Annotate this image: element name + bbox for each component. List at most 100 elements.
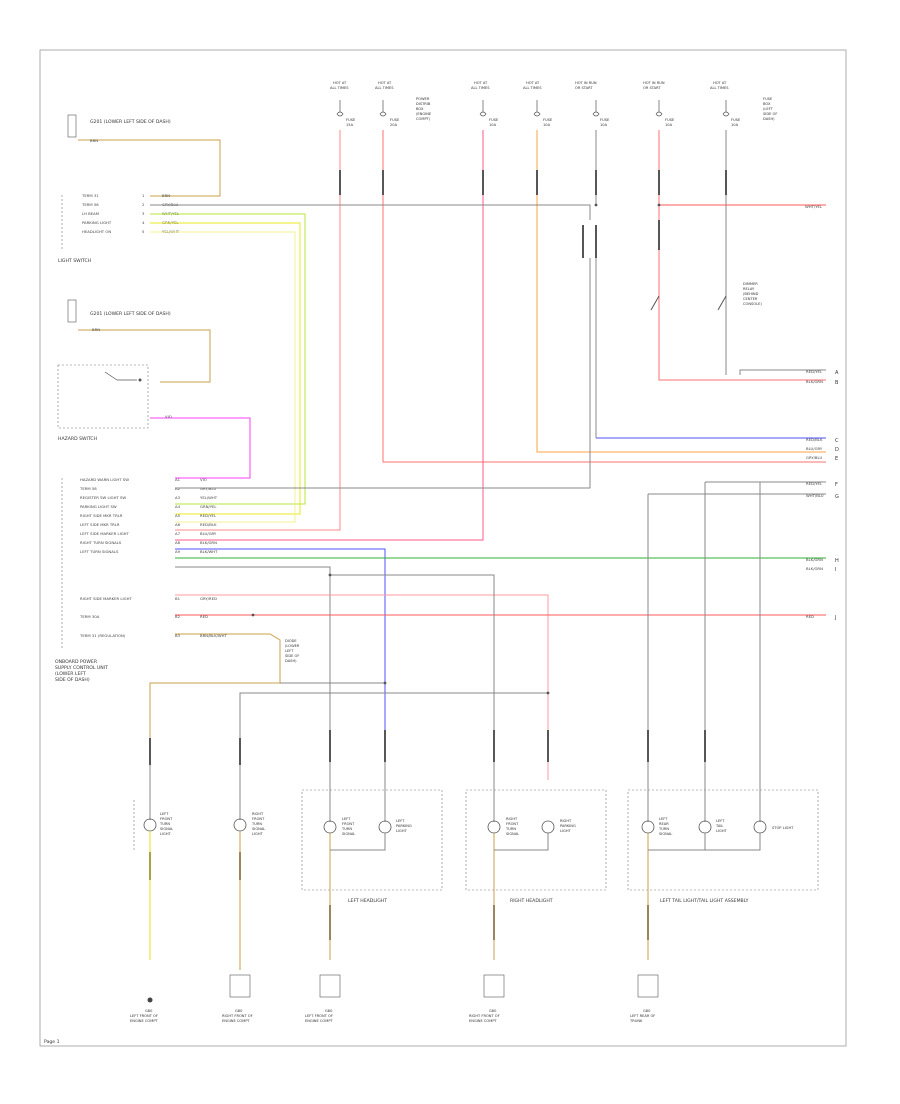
svg-text:G80: G80 bbox=[325, 1009, 333, 1013]
svg-text:(LOWER: (LOWER bbox=[285, 644, 300, 648]
svg-text:LEFT SIDE MARKER LIGHT: LEFT SIDE MARKER LIGHT bbox=[80, 531, 129, 536]
svg-text:A7: A7 bbox=[175, 531, 181, 536]
ground-3: G80 LEFT FRONT OF ENGINE COMPT bbox=[305, 974, 341, 1023]
svg-text:BLU/GRY: BLU/GRY bbox=[200, 531, 217, 536]
svg-text:RIGHT: RIGHT bbox=[560, 819, 572, 823]
svg-text:LEFT REAR OF: LEFT REAR OF bbox=[630, 1014, 655, 1018]
bulb-icon bbox=[378, 820, 392, 834]
svg-text:5: 5 bbox=[142, 229, 145, 234]
svg-text:RIGHT: RIGHT bbox=[506, 817, 518, 821]
svg-text:RIGHT SIDE MARKER LIGHT: RIGHT SIDE MARKER LIGHT bbox=[80, 596, 132, 601]
svg-text:RED: RED bbox=[200, 614, 208, 619]
svg-text:LIGHT: LIGHT bbox=[716, 829, 728, 833]
svg-text:GRY/RED: GRY/RED bbox=[200, 596, 217, 601]
svg-text:RIGHT HEADLIGHT: RIGHT HEADLIGHT bbox=[510, 898, 553, 904]
svg-text:A1: A1 bbox=[175, 477, 181, 482]
svg-text:A4: A4 bbox=[175, 504, 181, 509]
svg-text:RED/YEL: RED/YEL bbox=[200, 513, 217, 518]
svg-text:FUSE: FUSE bbox=[346, 118, 356, 122]
svg-text:SIGNAL: SIGNAL bbox=[506, 832, 519, 836]
svg-text:ALL TIMES: ALL TIMES bbox=[375, 86, 394, 90]
svg-text:BLK/GRN: BLK/GRN bbox=[200, 540, 217, 545]
fuse-vertical-wires bbox=[175, 130, 826, 541]
fuse-box-note-1: POWER DISTRIB BOX (ENGINE COMPT) bbox=[416, 97, 432, 121]
svg-text:BLK/GRN: BLK/GRN bbox=[806, 566, 823, 571]
wire-fuse2-red bbox=[382, 130, 826, 463]
svg-text:RED/YEL: RED/YEL bbox=[806, 369, 823, 374]
fuse-symbols bbox=[336, 100, 730, 117]
svg-text:H: H bbox=[835, 558, 839, 564]
ground-icon bbox=[637, 974, 659, 998]
fuse-block-1: HOT AT ALL TIMES FUSE 15A bbox=[330, 81, 356, 127]
svg-text:OR START: OR START bbox=[575, 86, 593, 90]
svg-text:20A: 20A bbox=[390, 123, 398, 127]
svg-text:LH BEAM: LH BEAM bbox=[82, 211, 99, 216]
svg-text:10A: 10A bbox=[600, 123, 608, 127]
svg-text:YEL/WHT: YEL/WHT bbox=[200, 495, 218, 500]
wire-term58-gray bbox=[150, 204, 591, 220]
svg-text:A6: A6 bbox=[175, 522, 181, 527]
ground-5: G80 LEFT REAR OF TRUNK bbox=[629, 974, 659, 1023]
svg-text:RED/YEL: RED/YEL bbox=[806, 481, 823, 486]
svg-text:RIGHT TURN SIGNALS: RIGHT TURN SIGNALS bbox=[80, 540, 122, 545]
svg-text:BOX: BOX bbox=[416, 107, 424, 111]
svg-text:VIO: VIO bbox=[200, 477, 207, 482]
svg-text:FUSE: FUSE bbox=[390, 118, 400, 122]
wire-fuse1-red bbox=[175, 130, 341, 531]
hazard-switch-contact bbox=[104, 371, 137, 381]
svg-text:ENGINE COMPT: ENGINE COMPT bbox=[469, 1019, 498, 1023]
svg-text:VIO: VIO bbox=[165, 414, 172, 419]
wire-hazard-violet bbox=[150, 417, 251, 479]
svg-text:WHT/BLU: WHT/BLU bbox=[806, 493, 824, 498]
fuse-block-2: HOT AT ALL TIMES FUSE 20A bbox=[375, 81, 400, 127]
wire-left-marker-blue bbox=[175, 548, 386, 760]
wire-label-top-right: WHT/YEL bbox=[805, 204, 823, 209]
svg-text:LEFT TAIL LIGHT/TAIL LIGHT ASS: LEFT TAIL LIGHT/TAIL LIGHT ASSEMBLY bbox=[660, 898, 749, 904]
wire-parking-yellow bbox=[150, 222, 301, 515]
svg-text:HOT AT: HOT AT bbox=[333, 81, 347, 85]
svg-text:(ENGINE: (ENGINE bbox=[416, 112, 432, 116]
svg-text:LEFT HEADLIGHT: LEFT HEADLIGHT bbox=[348, 898, 387, 904]
svg-text:DIODE: DIODE bbox=[285, 639, 297, 643]
svg-text:RED/BLK: RED/BLK bbox=[806, 437, 823, 442]
wire-right-marker-pink bbox=[175, 594, 549, 780]
svg-text:FRONT: FRONT bbox=[160, 817, 173, 821]
svg-text:SIGNAL: SIGNAL bbox=[659, 832, 672, 836]
svg-text:D: D bbox=[835, 447, 839, 453]
svg-text:RIGHT SIDE MKR TRLR: RIGHT SIDE MKR TRLR bbox=[80, 513, 123, 518]
svg-text:SIGNAL: SIGNAL bbox=[342, 832, 355, 836]
svg-text:TERM 58: TERM 58 bbox=[81, 202, 99, 207]
svg-text:ENGINE COMPT: ENGINE COMPT bbox=[305, 1019, 334, 1023]
svg-text:REGISTER SW LIGHT SW: REGISTER SW LIGHT SW bbox=[80, 495, 126, 500]
hazard-switch: G201 (LOWER LEFT SIDE OF DASH) BRN VIO H… bbox=[57, 299, 251, 479]
svg-text:POWER: POWER bbox=[416, 97, 430, 101]
svg-text:CENTER: CENTER bbox=[743, 297, 758, 301]
svg-text:HOT AT: HOT AT bbox=[474, 81, 488, 85]
hazard-ground-wire bbox=[78, 329, 211, 383]
svg-text:A8: A8 bbox=[175, 540, 181, 545]
wire-fuse3-pink bbox=[175, 130, 484, 541]
svg-text:G201 (LOWER LEFT SIDE OF DASH): G201 (LOWER LEFT SIDE OF DASH) bbox=[90, 119, 171, 125]
bulb-icon bbox=[541, 820, 555, 834]
bulb-icon bbox=[323, 820, 337, 834]
lamp-group-left-tail: LEFT REAR TURN SIGNAL LEFT TAIL LIGHT ST… bbox=[627, 482, 819, 960]
svg-text:SIGNAL: SIGNAL bbox=[252, 827, 265, 831]
svg-text:FUSE: FUSE bbox=[600, 118, 610, 122]
svg-text:LEFT FRONT OF: LEFT FRONT OF bbox=[130, 1014, 158, 1018]
svg-text:SIDE OF: SIDE OF bbox=[763, 112, 777, 116]
ground-2: G80 RIGHT FRONT OF ENGINE COMPT bbox=[222, 974, 253, 1023]
svg-text:FRONT: FRONT bbox=[506, 822, 519, 826]
svg-text:BOX: BOX bbox=[763, 102, 771, 106]
svg-text:G: G bbox=[835, 494, 839, 500]
svg-text:LIGHT: LIGHT bbox=[252, 832, 264, 836]
light-switch-wires bbox=[150, 204, 591, 523]
svg-text:FRONT: FRONT bbox=[342, 822, 355, 826]
svg-text:B: B bbox=[835, 380, 839, 386]
svg-text:10A: 10A bbox=[489, 123, 497, 127]
svg-text:TURN: TURN bbox=[658, 827, 669, 831]
wire-left-turn-gray bbox=[175, 566, 331, 760]
svg-text:10A: 10A bbox=[731, 123, 739, 127]
svg-text:10A: 10A bbox=[543, 123, 551, 127]
svg-text:HOT IN RUN: HOT IN RUN bbox=[575, 81, 597, 85]
